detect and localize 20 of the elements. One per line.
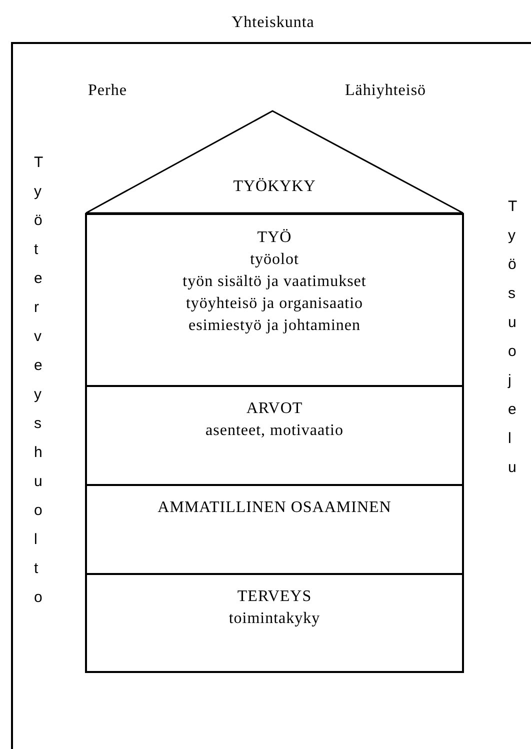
floor-title: TYÖ: [256, 228, 293, 248]
vertical-label: Työterveyshuolto: [33, 153, 41, 608]
house-floor: [85, 485, 464, 575]
floor-item: esimiestyö ja johtaminen: [188, 316, 362, 336]
roof-title: TYÖKYKY: [232, 177, 317, 197]
house-floor: [85, 574, 464, 673]
vertical-label: Työsuojelu: [506, 197, 515, 478]
floor-title: AMMATILLINEN OSAAMINEN: [156, 498, 392, 518]
floor-item: työolot: [249, 250, 300, 270]
house-floor: [85, 213, 464, 387]
floor-item: toimintakyky: [228, 609, 322, 629]
area-label: Lähiyhteisö: [345, 81, 426, 101]
floor-item: työyhteisö ja organisaatio: [184, 294, 364, 314]
floor-item: asenteet, motivaatio: [204, 421, 344, 441]
area-label: Perhe: [88, 81, 127, 101]
floor-title: TERVEYS: [236, 587, 313, 607]
house-floor: [85, 386, 464, 486]
floor-title: ARVOT: [245, 399, 304, 419]
frame-heading: Yhteiskunta: [230, 13, 316, 33]
floor-item: työn sisältö ja vaatimukset: [182, 272, 368, 292]
